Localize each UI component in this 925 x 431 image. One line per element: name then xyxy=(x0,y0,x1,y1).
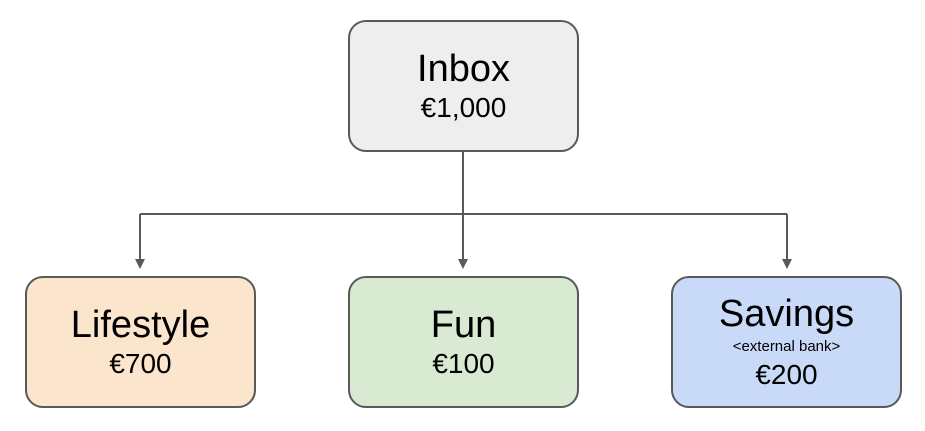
lifestyle-title: Lifestyle xyxy=(70,304,211,346)
fun-node: Fun €100 xyxy=(348,276,579,408)
inbox-title: Inbox xyxy=(417,48,510,90)
savings-node: Savings <external bank> €200 xyxy=(671,276,902,408)
savings-note: <external bank> xyxy=(732,338,841,355)
fun-title: Fun xyxy=(430,304,497,346)
lifestyle-node: Lifestyle €700 xyxy=(25,276,256,408)
savings-title: Savings xyxy=(718,293,855,335)
fun-amount: €100 xyxy=(432,348,495,379)
inbox-amount: €1,000 xyxy=(420,92,507,123)
inbox-node: Inbox €1,000 xyxy=(348,20,579,152)
lifestyle-amount: €700 xyxy=(109,348,172,379)
savings-amount: €200 xyxy=(755,359,818,390)
